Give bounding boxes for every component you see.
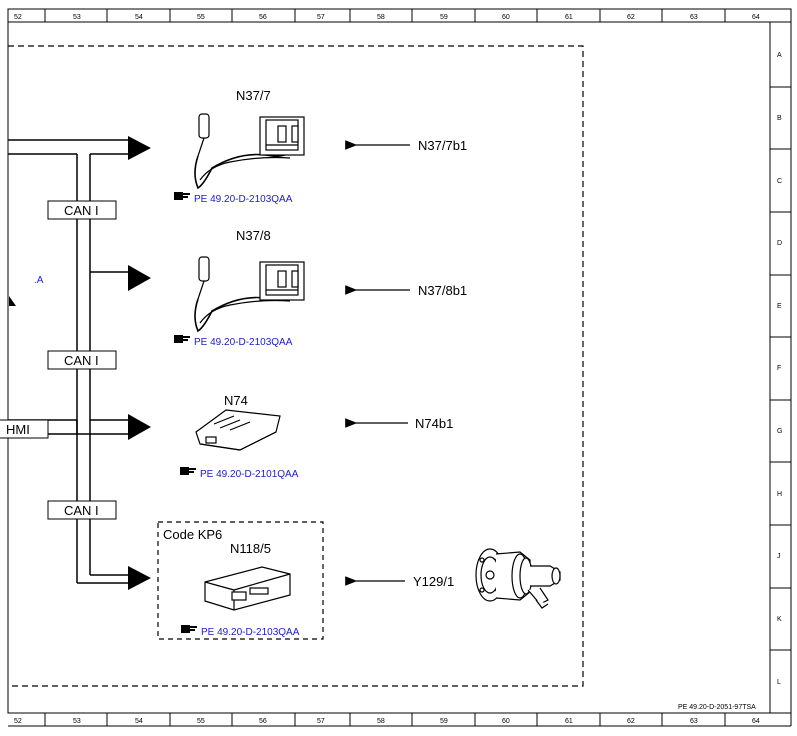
exhaust-temp-sensor-n37-7 bbox=[194, 113, 305, 190]
col-label: 62 bbox=[627, 718, 635, 725]
exhaust-temp-sensor-n37-8 bbox=[194, 256, 305, 333]
component-label-n74: N74 bbox=[224, 393, 248, 408]
col-label: 64 bbox=[752, 14, 760, 21]
col-label: 56 bbox=[259, 14, 267, 21]
col-label: 55 bbox=[197, 718, 205, 725]
control-unit-box-n118-5 bbox=[204, 566, 291, 611]
row-label: B bbox=[777, 115, 782, 122]
col-label: 61 bbox=[565, 718, 573, 725]
svg-text:CAN I: CAN I bbox=[64, 353, 99, 368]
row-label: K bbox=[777, 616, 782, 623]
can-label-2: CAN I bbox=[47, 350, 117, 370]
col-label: 57 bbox=[317, 718, 325, 725]
svg-text:HMI: HMI bbox=[6, 422, 30, 437]
bottom-column-labels: 52 53 54 55 56 57 58 59 60 61 62 63 64 bbox=[14, 718, 760, 725]
row-label: H bbox=[777, 491, 782, 498]
row-label: F bbox=[777, 365, 781, 372]
col-label: 59 bbox=[440, 14, 448, 21]
component-label-n118-5: N118/5 bbox=[230, 541, 271, 556]
col-label: 54 bbox=[135, 14, 143, 21]
code-group-boundary bbox=[157, 521, 324, 640]
row-label: J bbox=[777, 553, 781, 560]
component-label-n37-8: N37/8 bbox=[236, 228, 271, 243]
ref-link-n37-8[interactable]: PE 49.20-D-2103QAA bbox=[194, 337, 293, 348]
col-label: 55 bbox=[197, 14, 205, 21]
col-label: 63 bbox=[690, 14, 698, 21]
col-label: 61 bbox=[565, 14, 573, 21]
top-column-dividers bbox=[44, 9, 726, 22]
col-label: 57 bbox=[317, 14, 325, 21]
document-id: PE 49.20-D-2051-97TSA bbox=[678, 704, 756, 711]
col-label: 62 bbox=[627, 14, 635, 21]
row-label: L bbox=[777, 679, 781, 686]
svg-text:CAN I: CAN I bbox=[64, 203, 99, 218]
pointing-hand-icon bbox=[181, 625, 197, 633]
signal-label-n37-7b1: N37/7b1 bbox=[418, 138, 467, 153]
bottom-column-dividers bbox=[44, 713, 726, 726]
col-label: 58 bbox=[377, 718, 385, 725]
col-label: 60 bbox=[502, 14, 510, 21]
code-group-label: Code KP6 bbox=[163, 527, 222, 542]
bus-arrowheads bbox=[128, 136, 151, 590]
col-label: 52 bbox=[14, 14, 22, 21]
col-label: 56 bbox=[259, 718, 267, 725]
col-label: 52 bbox=[14, 718, 22, 725]
ref-link-n37-7[interactable]: PE 49.20-D-2103QAA bbox=[194, 194, 293, 205]
row-label: D bbox=[777, 240, 782, 247]
pointing-hand-icon bbox=[174, 192, 190, 200]
col-label: 53 bbox=[73, 14, 81, 21]
ref-link-n118-5[interactable]: PE 49.20-D-2103QAA bbox=[201, 627, 300, 638]
sheet-frame bbox=[7, 8, 792, 714]
hmi-partial-label: HMI bbox=[0, 419, 49, 439]
signal-label-n74b1: N74b1 bbox=[415, 416, 453, 431]
solenoid-valve-y129-1 bbox=[475, 548, 561, 609]
top-column-labels: 52 53 54 55 56 57 58 59 60 61 62 63 64 bbox=[14, 14, 760, 21]
svg-text:CAN I: CAN I bbox=[64, 503, 99, 518]
row-label: E bbox=[777, 303, 782, 310]
row-label: C bbox=[777, 178, 782, 185]
col-label: 53 bbox=[73, 718, 81, 725]
row-labels: A B C D E F G H J K L bbox=[777, 52, 782, 686]
signal-label-y129-1: Y129/1 bbox=[413, 574, 454, 589]
partial-ref-fragment: .A bbox=[34, 275, 44, 286]
pointing-hand-icon bbox=[174, 335, 190, 343]
col-label: 63 bbox=[690, 718, 698, 725]
module-boundary-dashed bbox=[8, 45, 584, 687]
component-label-n37-7: N37/7 bbox=[236, 88, 271, 103]
ref-link-n74[interactable]: PE 49.20-D-2101QAA bbox=[200, 469, 299, 480]
signal-label-n37-8b1: N37/8b1 bbox=[418, 283, 467, 298]
col-label: 60 bbox=[502, 718, 510, 725]
col-label: 59 bbox=[440, 718, 448, 725]
row-dividers bbox=[770, 86, 791, 651]
col-label: 58 bbox=[377, 14, 385, 21]
row-label: A bbox=[777, 52, 782, 59]
control-unit-box-n74 bbox=[195, 409, 281, 451]
row-label: G bbox=[777, 428, 782, 435]
can-label-3: CAN I bbox=[47, 500, 117, 520]
col-label: 64 bbox=[752, 718, 760, 725]
col-label: 54 bbox=[135, 718, 143, 725]
pointing-hand-icon bbox=[180, 467, 196, 475]
partial-arrow-fragment bbox=[9, 296, 16, 306]
can-label-1: CAN I bbox=[47, 200, 117, 220]
